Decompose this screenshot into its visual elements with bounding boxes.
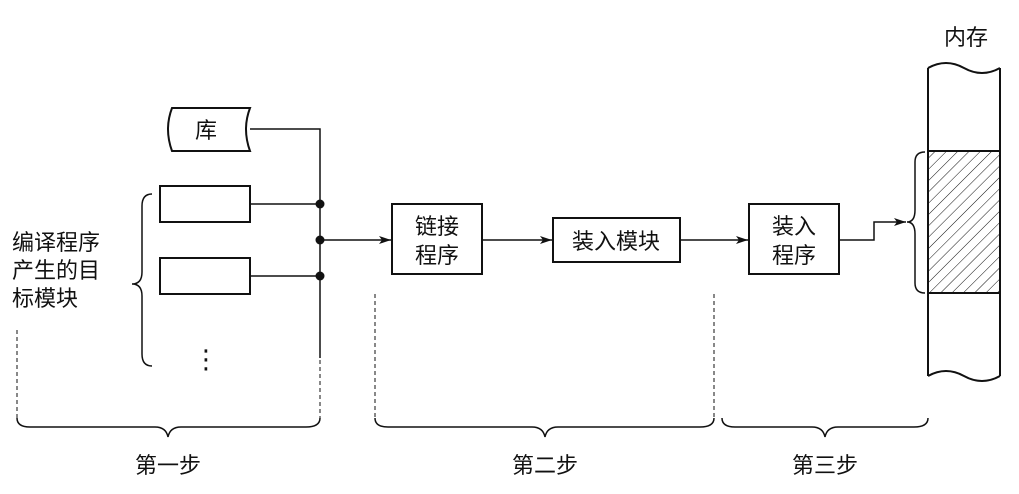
object-module-box — [159, 257, 251, 295]
load-module-label: 装入模块 — [572, 230, 660, 255]
arrow-to-memory — [839, 218, 906, 241]
svg-text:产生的目: 产生的目 — [12, 259, 100, 284]
svg-text:标模块: 标模块 — [12, 287, 78, 312]
junction-dot — [315, 199, 325, 209]
library-label: 库 — [195, 119, 217, 144]
linker-label-line2: 程序 — [415, 244, 459, 269]
compiled-modules-label: 编译程序 产生的目 标模块 — [12, 231, 100, 312]
step-three-brace — [721, 417, 929, 438]
loader-label-line1: 装入 — [772, 215, 816, 240]
more-modules-ellipsis: ⋮ — [193, 345, 219, 375]
step-one-brace — [16, 417, 321, 438]
linker-label-line1: 链接 — [415, 215, 459, 240]
memory-brace — [906, 151, 926, 294]
load-module-node: 装入模块 — [552, 217, 681, 263]
library-node: 库 — [167, 107, 252, 152]
linker-box — [391, 203, 483, 275]
library-shape — [167, 107, 252, 152]
step-one-label: 第一步 — [135, 454, 201, 479]
loaded-region — [927, 150, 1001, 294]
loader-box — [748, 203, 840, 275]
memory-label: 内存 — [944, 26, 988, 51]
step-three-label: 第三步 — [792, 454, 858, 479]
svg-text:编译程序: 编译程序 — [12, 231, 100, 256]
loader-label-line2: 程序 — [772, 244, 816, 269]
junction-dot — [315, 271, 325, 281]
linker-node: 链接 程序 — [391, 203, 483, 275]
step-two-label: 第二步 — [512, 454, 578, 479]
step-two-brace — [374, 417, 715, 438]
memory-node: 内存 — [927, 26, 1001, 382]
loader-node: 装入 程序 — [748, 203, 840, 275]
memory-top-edge — [927, 62, 1001, 74]
memory-bottom-edge — [927, 370, 1001, 382]
object-module-box — [159, 185, 251, 223]
collector-bus-line — [250, 128, 321, 358]
modules-brace — [131, 193, 153, 367]
